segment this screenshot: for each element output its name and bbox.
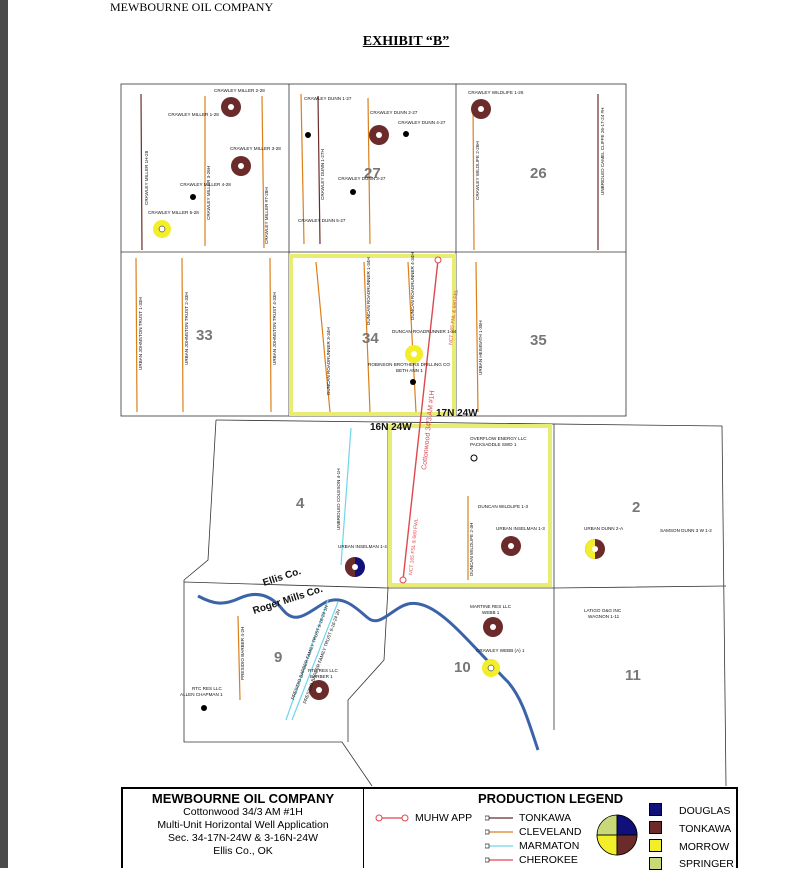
well-label: CRAWLEY WILDLIFE 1-26 [468,90,524,95]
well-label: ALLEN CHAPMAN 1 [180,692,223,697]
well-label: CRAWLEY MILLER 2-28 [214,88,265,93]
unit-section-3 [388,424,552,587]
legend-marmaton: MARMATON [519,840,580,852]
well-label: MARTINE RES LLC [470,604,512,609]
company-header: MEWBOURNE OIL COMPANY [110,0,274,14]
legend-springer: SPRINGER [679,858,734,870]
legend-sections: Sec. 34-17N-24W & 3-16N-24W [168,832,318,844]
legend-box: MEWBOURNE OIL COMPANY Cottonwood 34/3 AM… [121,787,738,870]
lateral-lines [135,93,599,721]
township-south: 16N 24W [370,422,412,433]
well-label: CRAWLEY DUNN 3-27 [338,176,386,181]
well-symbols [153,97,605,711]
lateral-label: DUNCAN ROADRUNNER 4-34H [410,252,415,320]
section-9: 9 [274,649,282,666]
township-north: 17N 24W [436,408,478,419]
well-label: RTC RES LLC [308,668,338,673]
muhw-bottom-note: NCT 165 FSL & 660 FWL [408,518,420,575]
section-35: 35 [530,332,547,349]
section-10: 10 [454,659,471,676]
lateral-label: CRAWLEY MILLER #7-28H [264,187,269,244]
production-legend: PRODUCTION LEGEND MUHW APP TONKAWA CLEVE… [363,789,736,870]
well-label: URBAN DUNN 2-A [584,526,624,531]
lateral-label: URBAN HEIMSATH 1-35H [478,320,483,375]
legend-tonkawa: TONKAWA [519,812,572,824]
swatch-morrow [649,839,662,852]
legend-morrow: MORROW [679,841,730,853]
muhw-legend-icon [375,814,409,822]
well-label: CRAWLEY DUNN 4-27 [398,120,446,125]
legend-cherokee: CHEROKEE [519,854,578,866]
legend-tonkawa-swatch: TONKAWA [679,823,732,835]
well-label: CRAWLEY DUNN 1-27 [304,96,352,101]
legend-application-info: MEWBOURNE OIL COMPANY Cottonwood 34/3 AM… [123,789,364,868]
well-label: URBAN INSELMAN 1-4 [338,544,387,549]
section-26: 26 [530,165,547,182]
well-label: DUNCAN ROADRUNNER 1-34 [392,329,457,334]
well-label: RTC RES LLC [192,686,222,691]
river [197,593,540,751]
section-34: 34 [362,330,379,347]
lateral-label: UNBRIDLED CAMEL CLIFFE 26-17-24 #H [600,108,605,195]
formation-legend-lines [485,815,513,863]
exhibit-page: MEWBOURNE OIL COMPANY EXHIBIT “B” [8,0,804,870]
lateral-label: CRAWLEY WILDLIFE 2-26H [475,141,480,200]
unit-section-34 [289,254,456,416]
well-label: CRAWLEY DUNN 2-27 [370,110,418,115]
section-2: 2 [632,499,640,516]
lateral-label: CRAWLEY DUNN 1-27H [320,149,325,200]
well-label: CRAWLEY MILLER 3-28 [230,146,281,151]
well-label: WAGNON 1-11 [588,614,620,619]
legend-company: MEWBOURNE OIL COMPANY [151,791,335,806]
well-label: LATIGO O&G INC [584,608,622,613]
well-label: CRAWLEY MILLER 4-28 [180,182,231,187]
legend-application-type: Multi-Unit Horizontal Well Application [157,819,329,831]
lateral-label: PRESIDIO BARBER 4-2H [240,627,245,680]
swatch-douglas [649,803,662,816]
lateral-label: URBAN JOHNSTON TRUST 4-33H [272,292,277,365]
section-27: 27 [364,165,381,182]
muhw-name: Cottonwood 34/3 AM #1H [421,390,436,470]
swatch-springer [649,857,662,870]
well-label: OVERFLOW ENERGY LLC [470,436,527,441]
well-label: BARBER 1 [310,674,333,679]
legend-douglas: DOUGLAS [679,805,731,817]
swatch-tonkawa [649,821,662,834]
section-33: 33 [196,327,213,344]
legend-county: Ellis Co., OK [213,845,273,857]
well-label: DUNCAN WILDLIFE 1-3 [478,504,528,509]
section-4: 4 [296,495,305,512]
well-label: ROBINSON BROTHERS DRILLING CO [368,362,450,367]
legend-muhw: MUHW APP [415,812,473,824]
well-label: PACKSADDLE SWD 1 [470,442,517,447]
well-label: BETH ANN 1 [396,368,423,373]
lateral-label: URBAN JOHNSTON TRUST 1-33H [138,297,143,370]
well-label: CRAWLEY DUNN 5-27 [298,218,346,223]
well-label: CRAWLEY MILLER 1-28 [168,112,219,117]
muhw-bottom-endpoint [399,576,407,584]
left-toolbar-strip [0,0,8,868]
production-legend-title: PRODUCTION LEGEND [478,791,624,806]
muhw-top-note: NCT 165 FNL & 660 FEL [448,289,460,345]
well-label: WEBB 1 [482,610,500,615]
well-label: SAMSON DUNN 3 W 1-2 [660,528,712,533]
well-label: URBAN INSELMAN 1-3 [496,526,545,531]
legend-pie-icon [596,814,638,856]
section-11: 11 [625,667,641,684]
lateral-label: CRAWLEY MILLER 3-26H [206,166,211,220]
county-roger-mills: Roger Mills Co. [252,584,325,617]
lateral-label: CRAWLEY MILLER 1H-28 [144,150,149,205]
lateral-label: DUNCAN WILDLIFE 2-3H [469,523,474,576]
lateral-label: URBAN JOHNSTON TRUST 2-33H [184,292,189,365]
legend-cleveland: CLEVELAND [519,826,582,838]
lateral-label: DUNCAN ROADRUNNER 1-34H [366,257,371,325]
muhw-top-endpoint [434,256,442,264]
well-label: CRAWLEY WEBB (A) 1 [476,648,525,653]
lateral-label: UNBRIDLED COLESON 4-1H [336,468,341,530]
lateral-label: DUNCAN ROADRUNNER 3-34H [326,327,331,395]
exhibit-title: EXHIBIT “B” [362,34,450,49]
legend-well-name: Cottonwood 34/3 AM #1H [183,806,303,818]
well-label: CRAWLEY MILLER 5-28 [148,210,199,215]
well-map: 27 26 33 34 35 4 2 9 10 11 17N 24W 16N 2… [120,83,727,787]
